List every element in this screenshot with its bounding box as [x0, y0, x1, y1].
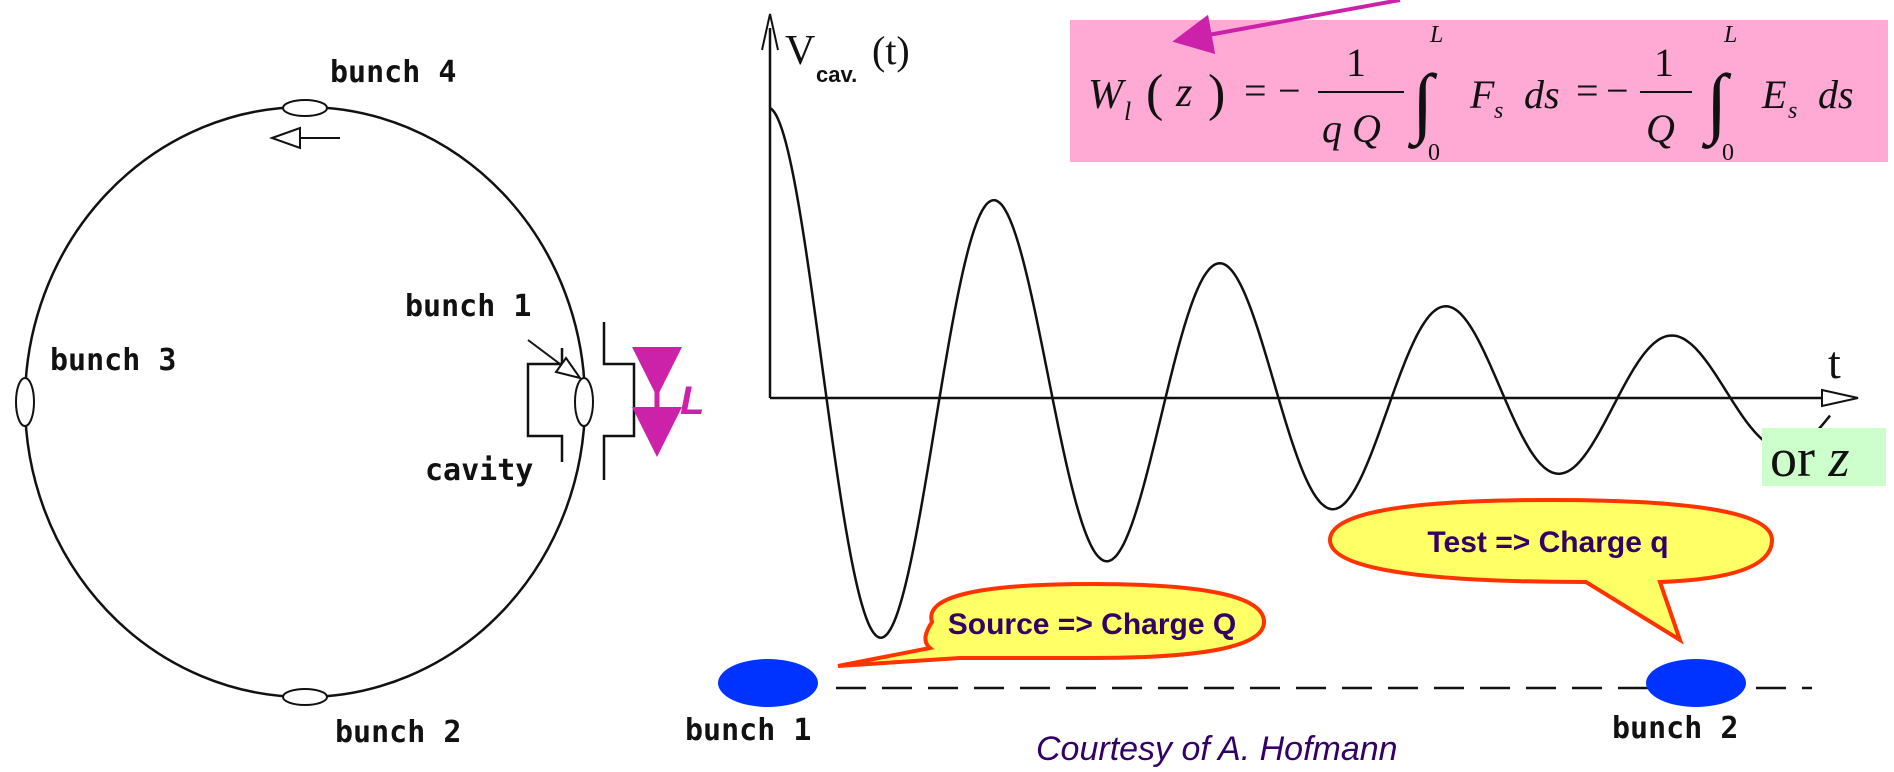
ring-label-bunch4: bunch 4 [330, 55, 456, 90]
formula-int1-lower: 0 [1428, 140, 1440, 166]
formula-w-sub: l [1124, 97, 1131, 126]
wake-function-formula: W l ( z ) = − 1 q Q L ∫ 0 F s ds = − 1 Q… [1070, 0, 1888, 166]
source-bunch-marker [718, 659, 818, 707]
formula-eq1: = [1244, 68, 1267, 113]
test-callout: Test => Charge q [1327, 497, 1775, 645]
formula-pointer-arrow-icon [1172, 0, 1401, 55]
formula-close-paren: ) [1208, 65, 1225, 122]
credit-text: Courtesy of A. Hofmann [1036, 730, 1398, 768]
formula-w: W [1088, 72, 1127, 118]
formula-integral2-icon: ∫ [1701, 58, 1732, 149]
ring-label-bunch3: bunch 3 [50, 343, 176, 378]
ring-label-length: L [680, 379, 704, 423]
ring-label-bunch1: bunch 1 [405, 289, 531, 324]
formula-frac1-den: q Q [1322, 106, 1381, 151]
wake-curve [769, 106, 1831, 639]
wake-voltage-plot: V cav. (t) t or z [761, 13, 1886, 639]
formula-ds2: ds [1818, 72, 1854, 117]
ring-label-cavity: cavity [425, 453, 533, 488]
formula-frac2-den: Q [1646, 106, 1675, 151]
beam-line: bunch 1 bunch 2 [685, 659, 1812, 748]
formula-integral1-icon: ∫ [1407, 58, 1438, 149]
y-axis-label-arg: (t) [872, 28, 910, 73]
formula-f: F [1469, 72, 1495, 117]
formula-frac2-num: 1 [1654, 40, 1674, 85]
ring-bunch-3-marker [15, 377, 35, 427]
y-axis-label-v: V [785, 28, 815, 74]
formula-int2-lower: 0 [1722, 140, 1734, 166]
formula-e: E [1761, 72, 1786, 117]
formula-e-sub: s [1788, 98, 1797, 124]
y-axis-arrow-icon [761, 13, 779, 51]
formula-int2-upper: L [1723, 22, 1737, 48]
x-axis-label-t: t [1828, 337, 1841, 388]
direction-arrow-icon [269, 126, 340, 150]
x-axis-arrow-icon [1821, 388, 1859, 408]
test-bunch-marker [1646, 659, 1746, 707]
formula-eq2: = [1576, 68, 1599, 113]
formula-minus2: − [1606, 68, 1629, 113]
test-callout-text: Test => Charge q [1427, 526, 1668, 559]
ring-bunch-1-marker [574, 377, 594, 427]
beamline-label-bunch1: bunch 1 [685, 713, 811, 748]
x-axis-alt-label: or z [1770, 428, 1850, 488]
bunch1-pointer-icon [527, 339, 583, 380]
formula-z: z [1175, 70, 1192, 116]
source-callout-text: Source => Charge Q [948, 608, 1236, 641]
y-axis-label-sub: cav. [816, 62, 857, 87]
ring-orbit [23, 105, 587, 699]
formula-ds1: ds [1524, 72, 1560, 117]
beamline-label-bunch2: bunch 2 [1612, 711, 1738, 746]
ring-bunch-4-marker [282, 99, 328, 117]
z-label-box [1762, 428, 1886, 486]
formula-frac1-num: 1 [1346, 40, 1366, 85]
source-callout: Source => Charge Q [837, 581, 1267, 668]
test-callout-bubble [1327, 497, 1775, 645]
source-callout-bubble [837, 581, 1267, 668]
ring-bunch-2-marker [282, 688, 328, 706]
formula-minus1: − [1278, 68, 1301, 113]
ring-label-bunch2: bunch 2 [335, 715, 461, 750]
formula-open-paren: ( [1146, 65, 1163, 122]
storage-ring-diagram: bunch 4 bunch 3 bunch 2 bunch 1 cavity L [15, 55, 704, 750]
formula-f-sub: s [1494, 98, 1503, 124]
formula-int1-upper: L [1429, 22, 1443, 48]
